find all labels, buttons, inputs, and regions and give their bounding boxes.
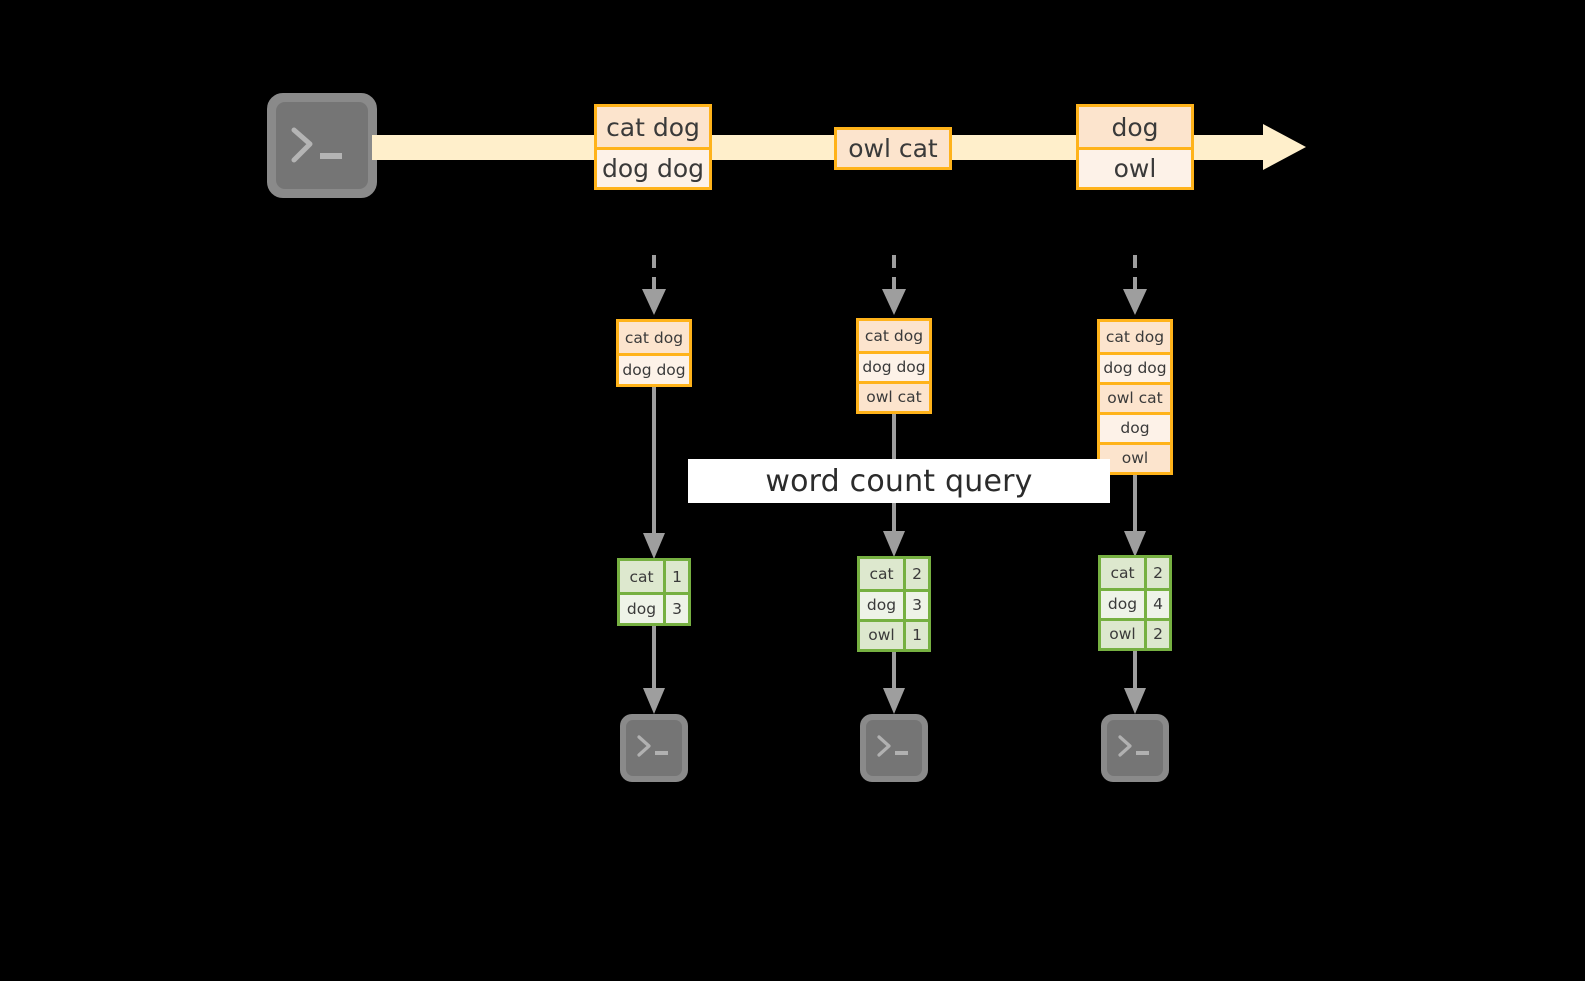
result-count: 3 xyxy=(906,591,928,619)
stream-batch-3-line-2: owl xyxy=(1079,147,1191,187)
result-row: owl 2 xyxy=(1101,617,1169,648)
result-word: dog xyxy=(620,595,666,623)
column-2-sink-arrow-icon xyxy=(883,652,905,714)
result-count: 1 xyxy=(666,561,688,592)
terminal-prompt-glyph xyxy=(291,127,342,163)
column-1-query-arrow-icon xyxy=(643,387,665,559)
column-2-accumulated-table: cat dog dog dog owl cat xyxy=(856,318,932,414)
result-word: cat xyxy=(620,561,666,592)
column-1-sink-terminal-icon xyxy=(620,714,688,782)
result-row: cat 2 xyxy=(860,559,928,589)
source-terminal-icon xyxy=(267,93,377,198)
column-2-result-table: cat 2 dog 3 owl 1 xyxy=(857,556,931,652)
result-word: cat xyxy=(1101,558,1147,588)
stream-batch-1: cat dog dog dog xyxy=(594,104,712,190)
accumulated-line: cat dog xyxy=(1100,322,1170,352)
accumulated-line: cat dog xyxy=(859,321,929,351)
stream-batch-2-line-1: owl cat xyxy=(837,130,949,167)
result-row: cat 1 xyxy=(620,561,688,592)
column-3-sink-arrow-icon xyxy=(1124,651,1146,714)
terminal-screen xyxy=(626,720,682,776)
result-word: dog xyxy=(860,591,906,619)
column-1-sink-arrow-icon xyxy=(643,626,665,714)
accumulated-line: dog dog xyxy=(1100,351,1170,382)
result-count: 4 xyxy=(1147,590,1169,618)
accumulated-line: owl cat xyxy=(1100,381,1170,412)
accumulated-line: dog dog xyxy=(859,350,929,381)
result-count: 2 xyxy=(1147,620,1169,648)
terminal-screen xyxy=(866,720,922,776)
column-3-query-arrow-icon xyxy=(1124,475,1146,557)
query-label-text: word count query xyxy=(765,463,1033,499)
accumulated-line: dog dog xyxy=(619,353,689,384)
result-count: 1 xyxy=(906,621,928,649)
stream-batch-1-line-2: dog dog xyxy=(597,147,709,187)
result-row: dog 4 xyxy=(1101,587,1169,618)
query-label-band: word count query xyxy=(688,459,1110,503)
accumulated-line: owl xyxy=(1100,441,1170,472)
stream-batch-3: dog owl xyxy=(1076,104,1194,190)
result-row: owl 1 xyxy=(860,618,928,649)
result-row: dog 3 xyxy=(620,592,688,623)
stream-arrow-head-icon xyxy=(1263,124,1306,170)
result-row: cat 2 xyxy=(1101,558,1169,588)
column-3-accumulated-table: cat dog dog dog owl cat dog owl xyxy=(1097,319,1173,475)
column-3-dashed-down-arrow-icon xyxy=(1123,255,1147,315)
column-3-sink-terminal-icon xyxy=(1101,714,1169,782)
column-2-dashed-down-arrow-icon xyxy=(882,255,906,315)
result-row: dog 3 xyxy=(860,588,928,619)
result-word: dog xyxy=(1101,590,1147,618)
terminal-screen xyxy=(1107,720,1163,776)
stream-batch-2: owl cat xyxy=(834,127,952,170)
accumulated-line: owl cat xyxy=(859,380,929,411)
column-1-dashed-down-arrow-icon xyxy=(642,255,666,315)
result-word: owl xyxy=(860,621,906,649)
result-word: owl xyxy=(1101,620,1147,648)
terminal-prompt-glyph xyxy=(877,735,908,757)
accumulated-line: dog xyxy=(1100,411,1170,442)
stream-batch-3-line-1: dog xyxy=(1079,107,1191,147)
accumulated-line: cat dog xyxy=(619,322,689,353)
column-2-sink-terminal-icon xyxy=(860,714,928,782)
result-count: 2 xyxy=(1147,558,1169,588)
result-count: 3 xyxy=(666,595,688,623)
terminal-screen xyxy=(276,102,368,189)
column-3-result-table: cat 2 dog 4 owl 2 xyxy=(1098,555,1172,651)
result-count: 2 xyxy=(906,559,928,589)
result-word: cat xyxy=(860,559,906,589)
column-1-result-table: cat 1 dog 3 xyxy=(617,558,691,626)
terminal-prompt-glyph xyxy=(1118,735,1149,757)
column-1-accumulated-table: cat dog dog dog xyxy=(616,319,692,387)
terminal-prompt-glyph xyxy=(637,735,668,757)
stream-batch-1-line-1: cat dog xyxy=(597,107,709,147)
